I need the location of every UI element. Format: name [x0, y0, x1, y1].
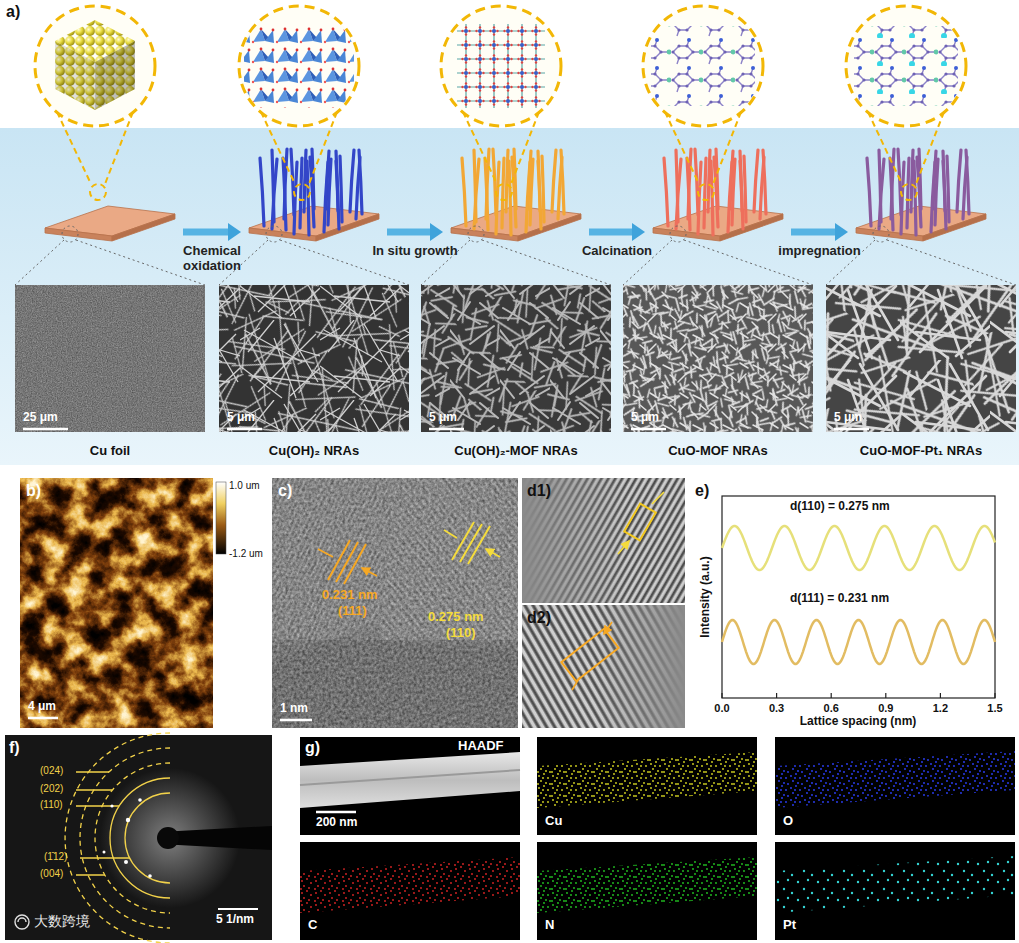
- element-label: Pt: [783, 918, 796, 933]
- arrow-head: [835, 223, 848, 241]
- arrow-head: [632, 223, 645, 241]
- panel-letter: a): [6, 3, 20, 21]
- scale-bar-label: 5 μm: [631, 411, 659, 425]
- colorbar-label: -1.2 um: [229, 548, 263, 560]
- element-label: O: [783, 814, 793, 829]
- panel-letter: b): [26, 482, 41, 500]
- scale-bar-label: 5 1/nm: [216, 913, 254, 927]
- lattice-plane: (111): [338, 604, 367, 619]
- axis-tick: 1.2: [933, 702, 948, 715]
- stage-caption: CuO-MOF-Pt₁ NRAs: [860, 443, 982, 462]
- scale-bar-label: 5 μm: [227, 411, 255, 425]
- stage-panel: Cu(OH)₂ NRAs: [244, 200, 384, 462]
- panel-letter: c): [278, 482, 292, 500]
- element-label: Cu: [545, 814, 562, 829]
- element-label: N: [545, 918, 554, 933]
- stage-panel: Cu(OH)₂-MOF NRAs: [446, 200, 586, 462]
- arrow-shaft: [387, 229, 430, 236]
- axis-tick: 0.3: [769, 702, 784, 715]
- step-label: In situ growth: [372, 244, 457, 259]
- step-label: impregnation: [778, 244, 860, 259]
- sem-image: [15, 285, 1016, 432]
- diffraction-index: (1̄12): [44, 851, 67, 863]
- afm-image: [20, 478, 226, 728]
- scale-bar-label: 5 μm: [834, 411, 862, 425]
- stage-caption: Cu(OH)₂ NRAs: [269, 443, 359, 462]
- axis-tick: 0.9: [878, 702, 893, 715]
- stage-caption: Cu(OH)₂-MOF NRAs: [454, 443, 577, 462]
- scale-bar-label: 1 nm: [280, 702, 308, 716]
- process-arrow: [183, 223, 241, 241]
- arrow-shaft: [791, 229, 835, 236]
- scale-bar-label: 200 nm: [316, 816, 357, 830]
- stage-caption: CuO-MOF NRAs: [668, 443, 768, 462]
- process-arrow: [589, 223, 645, 241]
- diffraction-index: (110): [40, 799, 63, 811]
- scale-bar-label: 25 μm: [23, 411, 58, 425]
- stage-panel: CuO-MOF NRAs: [648, 200, 788, 462]
- schematic-panel: [0, 6, 1019, 465]
- scale-bar-label: 5 μm: [429, 411, 457, 425]
- element-label: C: [308, 918, 317, 933]
- stage-caption: Cu foil: [90, 443, 130, 462]
- hrtem-image: [272, 478, 518, 728]
- arrow-shaft: [589, 229, 632, 236]
- arrow-head: [430, 223, 443, 241]
- curve-label: d(111) = 0.231 nm: [790, 592, 889, 606]
- panel-letter: d1): [527, 482, 551, 500]
- diffraction-index: (024): [40, 765, 63, 777]
- scale-bar-label: 4 μm: [28, 700, 56, 714]
- arrow-head: [228, 223, 241, 241]
- process-arrow: [791, 223, 848, 241]
- axis-tick: 1.5: [987, 702, 1002, 715]
- step-label: Chemical oxidation: [172, 244, 252, 274]
- axis-tick: 0.6: [824, 702, 839, 715]
- saed-pattern: [5, 733, 272, 943]
- panel-letter: g): [305, 739, 320, 757]
- axis-title: Intensity (a.u.): [699, 556, 713, 637]
- lattice-plane: (110): [446, 626, 476, 641]
- panel-letter: f): [9, 739, 20, 757]
- filtered-lattice-image: [522, 478, 685, 728]
- eds-maps: [300, 737, 1015, 940]
- colorbar-label: 1.0 um: [229, 480, 260, 492]
- stage-panel: CuO-MOF-Pt₁ NRAs: [851, 200, 991, 462]
- arrow-shaft: [183, 229, 228, 236]
- lattice-spacing: 0.275 nm: [428, 610, 484, 625]
- stage-panel: Cu foil: [40, 200, 180, 462]
- diffraction-index: (004): [40, 868, 63, 880]
- curve-label: d(110) = 0.275 nm: [790, 500, 890, 514]
- map-title: HAADF: [458, 739, 504, 754]
- lattice-spacing: 0.231 nm: [322, 588, 378, 603]
- line-profile-plot: [722, 496, 995, 698]
- watermark: 大数跨境: [34, 913, 90, 929]
- process-arrow: [387, 223, 443, 241]
- panel-letter: e): [695, 482, 709, 500]
- axis-title: Lattice spacing (nm): [800, 715, 917, 729]
- step-label: Calcination: [582, 244, 652, 259]
- panel-letter: d2): [527, 609, 551, 627]
- diffraction-index: (202): [40, 783, 63, 795]
- axis-tick: 0.0: [714, 702, 729, 715]
